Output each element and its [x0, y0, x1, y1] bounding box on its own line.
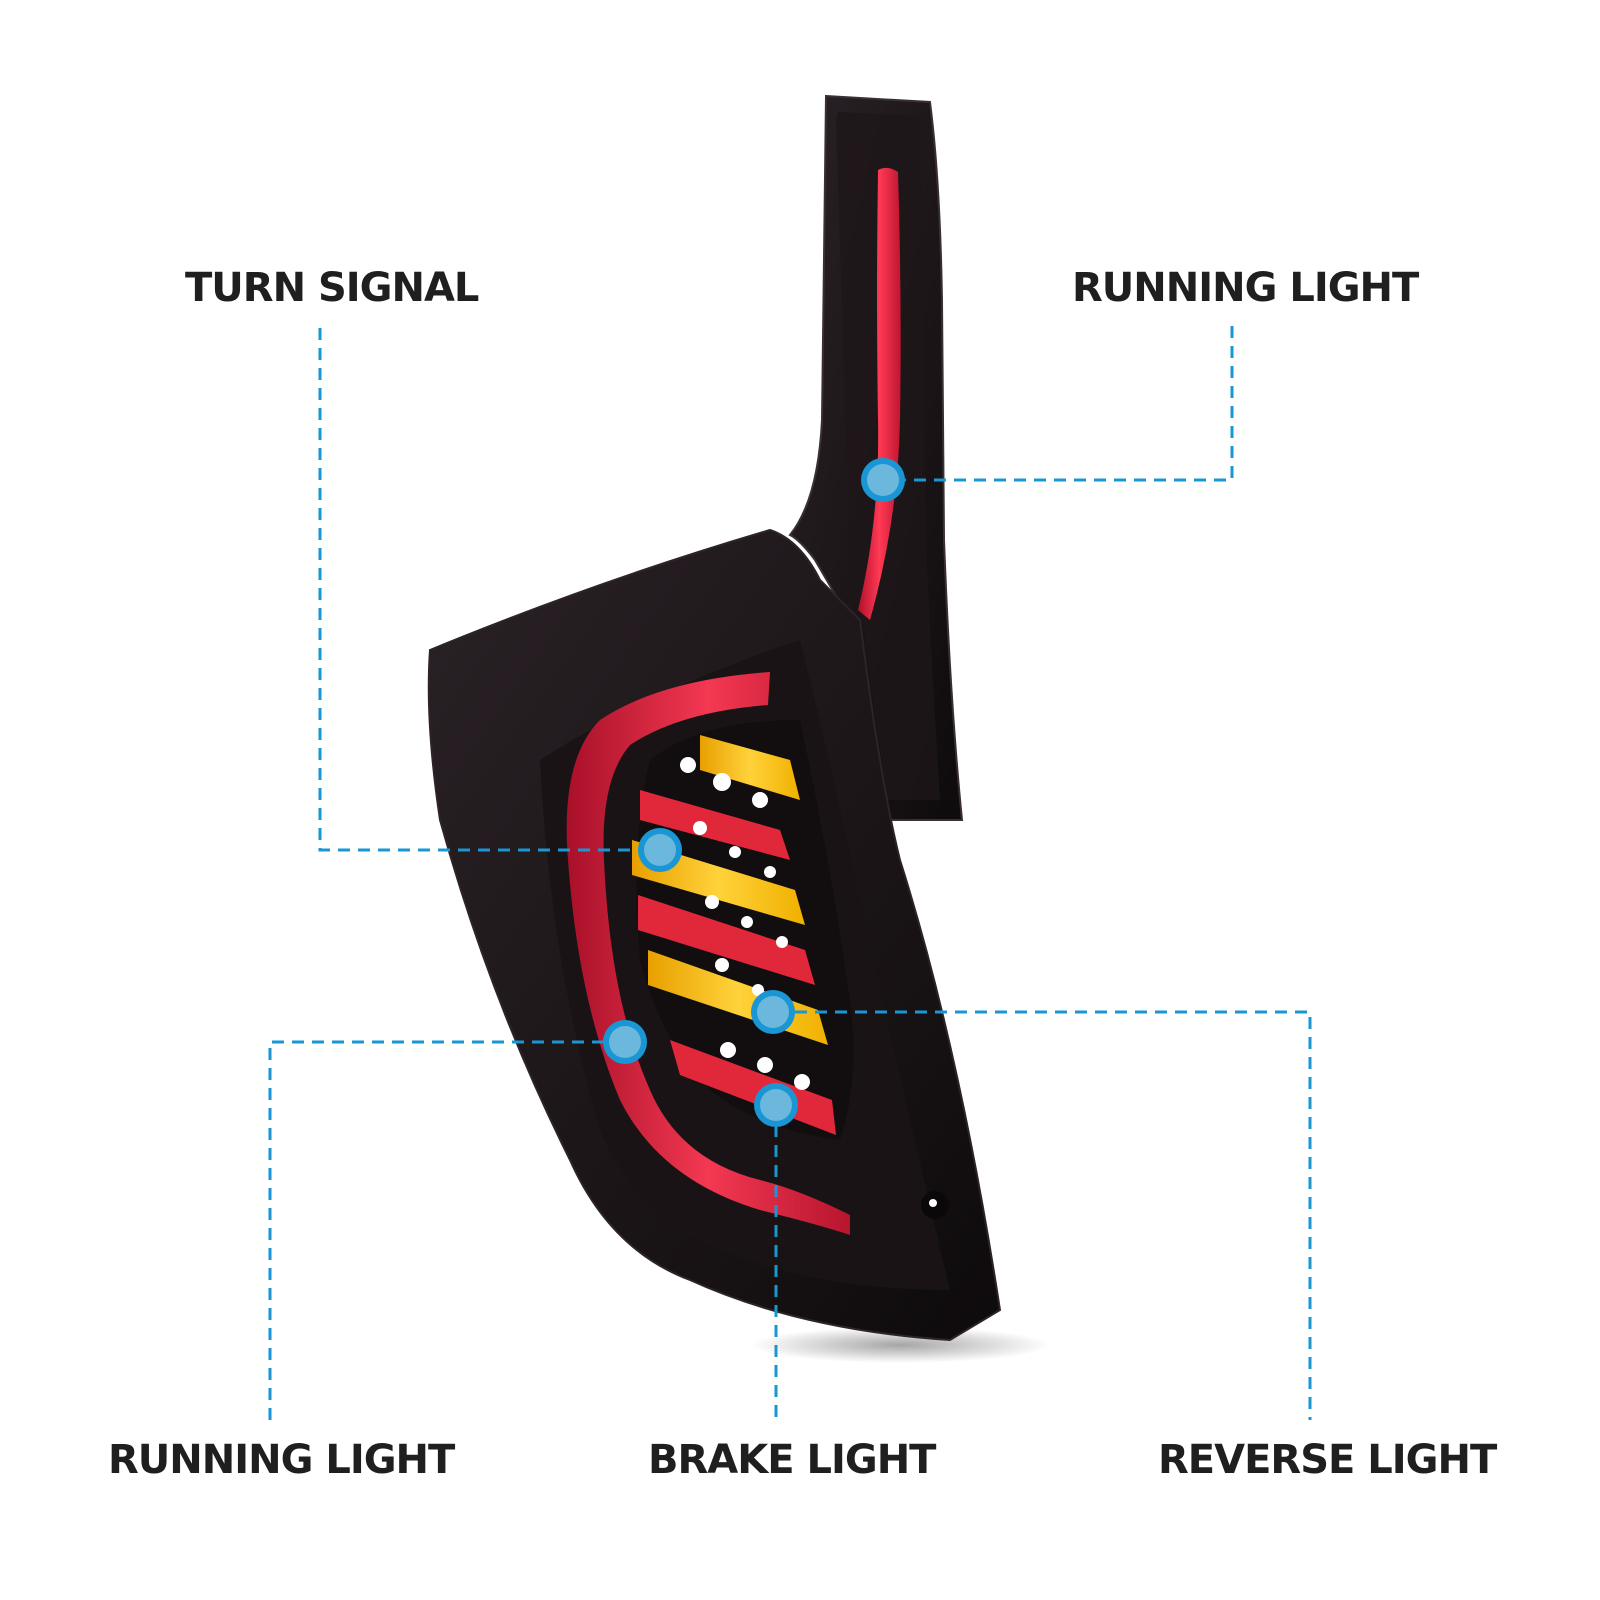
- leader-turn-signal: [318, 328, 640, 852]
- led-dot: [680, 757, 696, 773]
- leader-reverse-light: [795, 1010, 1312, 1420]
- amber-stripe: [700, 735, 800, 800]
- red-stripe: [640, 790, 790, 860]
- marker-turn-signal[interactable]: [638, 828, 682, 872]
- led-dot: [776, 936, 788, 948]
- leader-running-light-top: [905, 326, 1234, 482]
- led-dot: [794, 1074, 810, 1090]
- led-dot: [713, 773, 731, 791]
- led-dot: [693, 821, 707, 835]
- led-dot: [741, 916, 753, 928]
- label-brake-light: BRAKE LIGHT: [648, 1437, 936, 1483]
- led-dot: [715, 958, 729, 972]
- led-dot: [720, 1042, 736, 1058]
- label-turn-signal: TURN SIGNAL: [185, 265, 479, 311]
- led-dot: [757, 1057, 773, 1073]
- marker-brake-light[interactable]: [754, 1083, 798, 1127]
- label-running-light-top: RUNNING LIGHT: [1072, 265, 1419, 311]
- led-dot: [729, 846, 741, 858]
- led-dot: [752, 984, 764, 996]
- upper-running-light-bar: [858, 167, 901, 620]
- led-dot: [764, 866, 776, 878]
- marker-running-light-top[interactable]: [861, 458, 905, 502]
- mounting-hole-highlight: [929, 1199, 937, 1207]
- label-reverse-light: REVERSE LIGHT: [1158, 1437, 1497, 1483]
- leader-running-light-bottom: [268, 1040, 605, 1420]
- marker-reverse-light[interactable]: [751, 990, 795, 1034]
- ground-shadow: [750, 1327, 1050, 1363]
- leader-lines: [268, 326, 1312, 1420]
- led-dot: [752, 792, 768, 808]
- red-stripe: [638, 895, 815, 985]
- led-dot: [705, 895, 719, 909]
- lower-running-light-bar: [566, 672, 850, 1235]
- reverse-leds: [680, 757, 810, 1090]
- marker-running-light-bottom[interactable]: [603, 1020, 647, 1064]
- label-running-light-bottom: RUNNING LIGHT: [108, 1437, 455, 1483]
